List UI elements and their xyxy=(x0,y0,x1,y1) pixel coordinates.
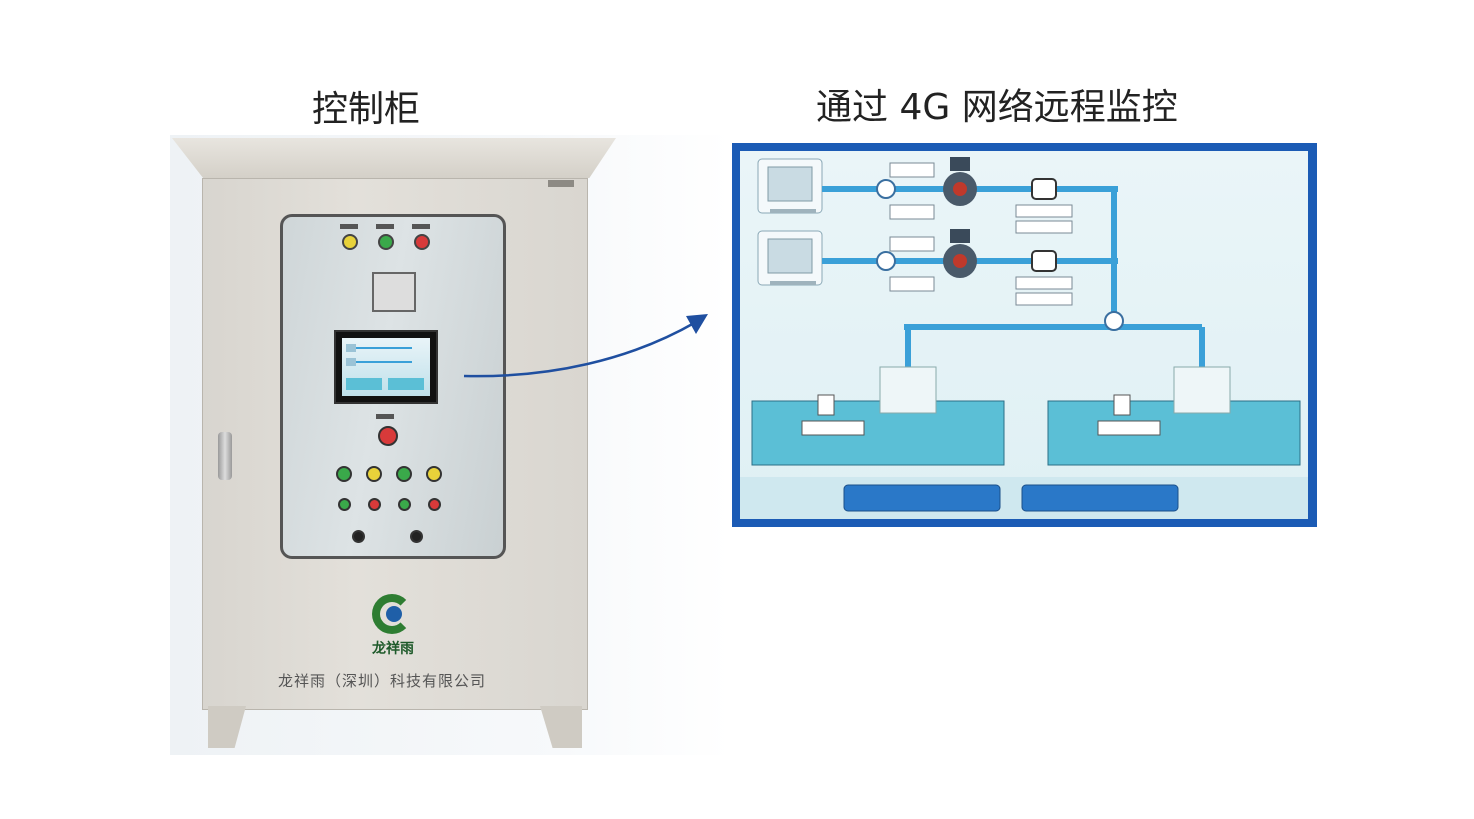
scada-diagram xyxy=(740,157,1308,519)
scada-panel xyxy=(740,151,1308,519)
start-button-2[interactable] xyxy=(396,466,412,482)
nav-button-1 xyxy=(843,484,1001,512)
logo-text: 龙祥雨 xyxy=(372,641,414,657)
start-button-1[interactable] xyxy=(336,466,352,482)
nav-button-2 xyxy=(1021,484,1179,512)
flowmeter-icon xyxy=(1031,178,1057,272)
power-meter xyxy=(372,272,416,312)
logo-dot xyxy=(386,606,402,622)
lamp-tag xyxy=(376,224,394,229)
selector-switch-1[interactable] xyxy=(352,530,365,543)
tank-icon xyxy=(757,158,823,286)
selector-switch-2[interactable] xyxy=(410,530,423,543)
estop-tag xyxy=(376,414,394,419)
cabinet-roof xyxy=(172,138,616,178)
stop-button-2[interactable] xyxy=(428,498,441,511)
indicator-button-1[interactable] xyxy=(366,466,382,482)
stop-button-1[interactable] xyxy=(368,498,381,511)
indicator-lamp-green xyxy=(378,234,394,250)
pool-tanks xyxy=(751,366,1301,466)
cabinet-title: 控制柜 xyxy=(312,89,421,130)
hmi-mini-diagram xyxy=(346,344,424,390)
run-button-2[interactable] xyxy=(398,498,411,511)
lamp-tag xyxy=(412,224,430,229)
indicator-button-2[interactable] xyxy=(426,466,442,482)
cabinet-nameplate xyxy=(548,180,574,187)
logo-icon xyxy=(372,594,412,634)
lamp-tag xyxy=(340,224,358,229)
arrow-icon xyxy=(463,314,708,378)
valve-icon xyxy=(876,179,1124,331)
pump-icon xyxy=(943,157,977,278)
pipes xyxy=(822,186,1205,371)
indicator-lamp-yellow xyxy=(342,234,358,250)
company-name: 龙祥雨（深圳）科技有限公司 xyxy=(278,672,487,690)
hmi-touchscreen xyxy=(334,330,438,404)
indicator-lamp-red xyxy=(414,234,430,250)
emergency-stop-button[interactable] xyxy=(378,426,398,446)
run-button-1[interactable] xyxy=(338,498,351,511)
door-handle-icon xyxy=(218,432,232,480)
remote-monitor-title: 通过 4G 网络远程监控 xyxy=(816,87,1178,128)
hmi-screen xyxy=(342,338,430,396)
readout-boxes xyxy=(889,162,1073,306)
remote-monitor-screen xyxy=(732,143,1317,527)
